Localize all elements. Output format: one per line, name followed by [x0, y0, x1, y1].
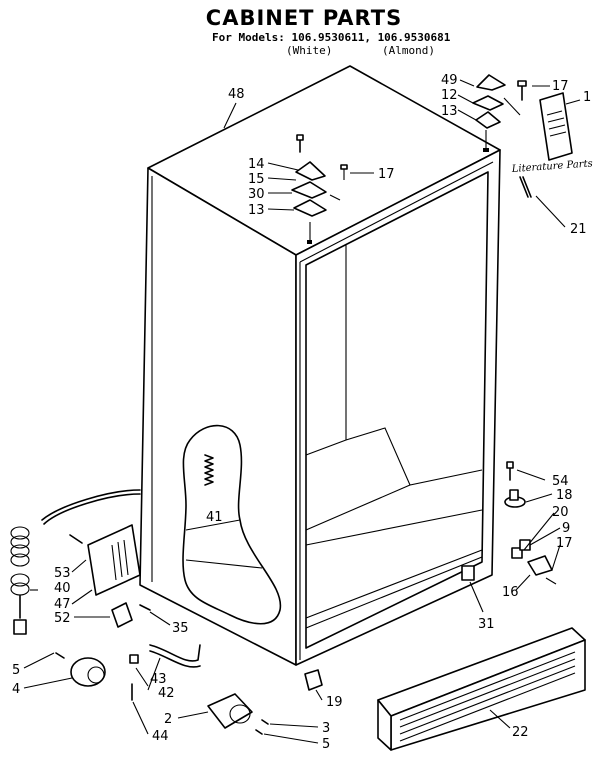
callout-47: 47 — [54, 597, 71, 612]
diagram-title: CABINET PARTS — [205, 6, 403, 30]
callout-13b: 13 — [248, 203, 265, 218]
callout-20: 20 — [552, 505, 569, 520]
callout-1: 1 — [583, 90, 591, 105]
callout-16: 16 — [502, 585, 519, 600]
callout-19: 19 — [326, 695, 343, 710]
literature-parts-label: Literature Parts — [510, 158, 593, 175]
callout-30: 30 — [248, 187, 265, 202]
callout-15: 15 — [248, 172, 265, 187]
callout-17: 17 — [552, 79, 569, 94]
cabinet-shell — [139, 65, 501, 666]
callout-4: 4 — [12, 682, 20, 697]
callout-48: 48 — [228, 87, 245, 102]
top-hinge-assembly-center — [291, 134, 348, 244]
callout-42: 42 — [158, 686, 175, 701]
electrical-components — [10, 489, 323, 735]
callout-9: 9 — [562, 521, 570, 536]
callout-52: 52 — [54, 611, 71, 626]
callout-2: 2 — [164, 712, 172, 727]
callout-17b: 17 — [378, 167, 395, 182]
callout-3: 3 — [322, 721, 330, 736]
callout-54: 54 — [552, 474, 569, 489]
variant-almond: (Almond) — [382, 44, 435, 57]
callout-43: 43 — [150, 672, 167, 687]
callout-5b: 5 — [322, 737, 330, 752]
bottom-hinge-assembly — [461, 461, 557, 585]
variant-white: (White) — [286, 44, 333, 57]
callout-21: 21 — [570, 222, 587, 237]
callout-31: 31 — [478, 617, 495, 632]
callout-35: 35 — [172, 621, 189, 636]
callout-18: 18 — [556, 488, 573, 503]
diagram-header: CABINET PARTS For Models: 106.9530611, 1… — [0, 0, 608, 60]
callout-5: 5 — [12, 663, 20, 678]
callout-41: 41 — [206, 510, 223, 525]
callout-40: 40 — [54, 581, 71, 596]
callout-22: 22 — [512, 725, 529, 740]
leader-lines — [23, 79, 581, 744]
callout-49: 49 — [441, 73, 458, 88]
base-grille — [377, 627, 586, 751]
model-numbers: For Models: 106.9530611, 106.9530681 — [212, 31, 451, 44]
callout-12: 12 — [441, 88, 458, 103]
callout-14: 14 — [248, 157, 265, 172]
callout-44: 44 — [152, 729, 169, 744]
callout-53: 53 — [54, 566, 71, 581]
callout-numbers: 48 49 12 13 17 1 14 15 30 13 17 21 41 54… — [12, 73, 591, 752]
callout-13: 13 — [441, 104, 458, 119]
callout-17c: 17 — [556, 536, 573, 551]
top-hinge-assembly-right — [472, 74, 573, 198]
